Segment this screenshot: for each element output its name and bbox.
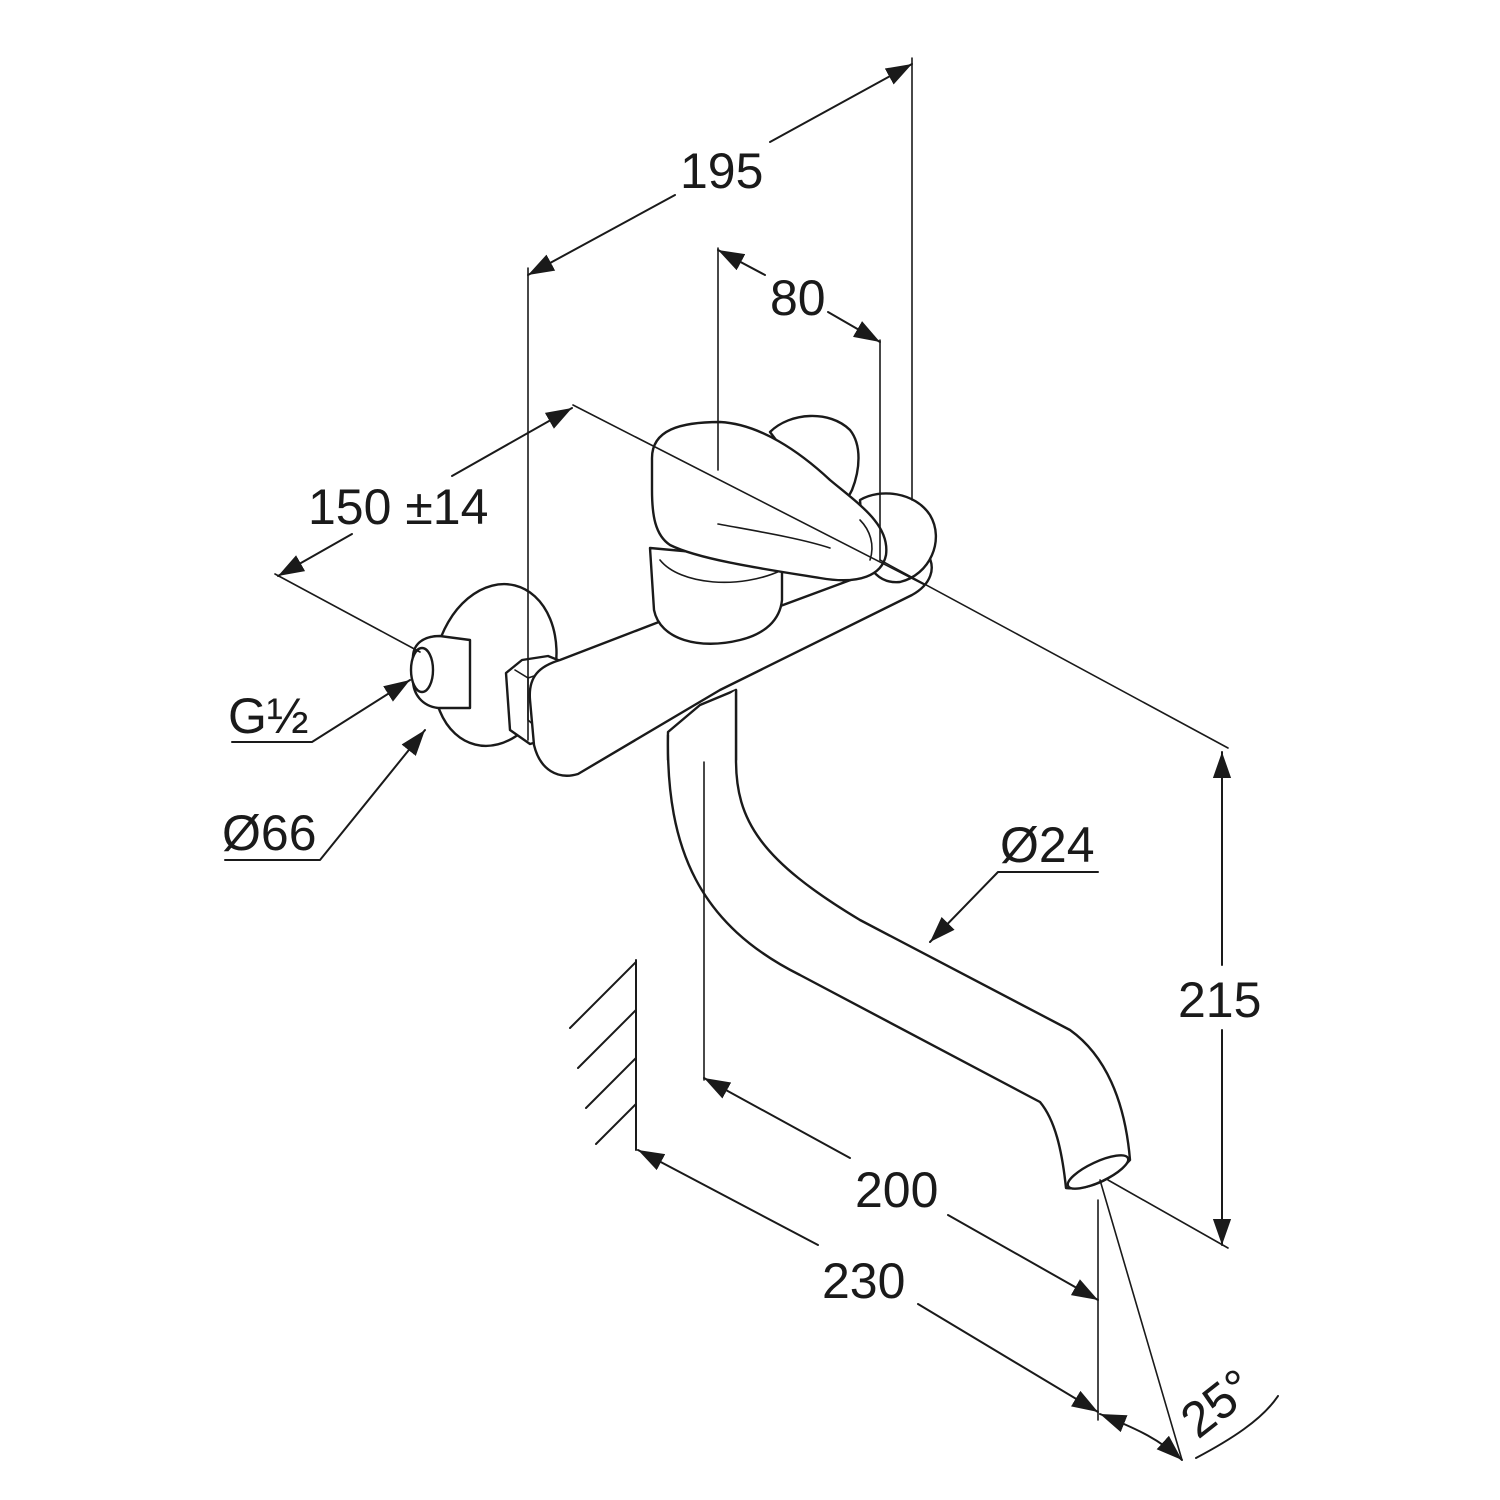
label-spout-diameter: Ø24 (1000, 817, 1095, 873)
dimension-lines (224, 57, 1279, 1461)
dim-line-200-b (947, 1214, 1099, 1301)
label-thread: G½ (228, 688, 309, 744)
label-angle: 25° (1170, 1358, 1264, 1449)
faucet-body (409, 414, 1132, 1190)
label-200: 200 (855, 1162, 938, 1218)
spout-outlet (1066, 1154, 1130, 1190)
leader-g-half (231, 679, 411, 743)
lever-handle (650, 420, 888, 582)
dim-line-195-b (769, 63, 913, 143)
inlet-arm (528, 550, 933, 777)
dim-line-150-b (277, 533, 353, 577)
dim-line-80-a (717, 249, 766, 276)
label-195: 195 (680, 143, 763, 199)
label-80: 80 (770, 270, 826, 326)
dim-line-150-a (451, 407, 573, 477)
dim-arc-25 (1099, 1413, 1183, 1461)
dim-line-200-a (703, 1077, 851, 1159)
dim-line-230-b (917, 1303, 1099, 1413)
label-215: 215 (1178, 972, 1261, 1028)
cartridge-housing (648, 546, 784, 645)
wall-symbol (569, 959, 637, 1151)
dimension-labels: 195 80 150 ±14 G½ Ø66 Ø24 215 200 230 25… (222, 143, 1264, 1449)
label-230: 230 (822, 1253, 905, 1309)
dim-line-80-b (827, 311, 881, 343)
leader-o24 (929, 871, 1099, 943)
label-rosette: Ø66 (222, 805, 317, 861)
spout (666, 688, 1132, 1190)
dim-line-230-a (637, 1149, 819, 1246)
dim-line-195-a (527, 194, 676, 276)
label-150: 150 ±14 (308, 479, 488, 535)
leader-o66 (224, 729, 426, 861)
